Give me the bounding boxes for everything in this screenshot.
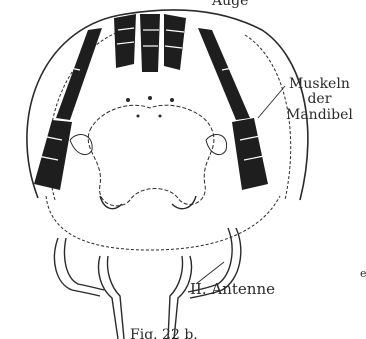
label-auge: Auge [212, 0, 248, 8]
central-body [88, 105, 214, 206]
inner-body-outline [46, 196, 280, 250]
label-muskeln-line1: Muskeln [286, 77, 353, 92]
label-muskeln-line3: Mandibel [286, 108, 353, 123]
label-muskeln-line2: der [286, 92, 353, 107]
label-muskeln-der-mandibel: Muskeln der Mandibel [286, 77, 353, 123]
label-ii-antenne: II. Antenne [190, 282, 275, 297]
label-edge-mark: e [360, 268, 366, 279]
left-mandible-muscle [34, 28, 102, 190]
right-mandible-muscle [198, 28, 268, 190]
left-appendages [54, 238, 124, 339]
lower-left-lobe [100, 196, 122, 209]
lower-right-lobe [172, 196, 196, 209]
right-ganglion [206, 135, 227, 155]
left-ganglion [70, 135, 92, 155]
central-detail [126, 96, 174, 118]
muskeln-leader-line [258, 86, 285, 118]
figure-caption: Fig. 22 b. [130, 328, 198, 339]
